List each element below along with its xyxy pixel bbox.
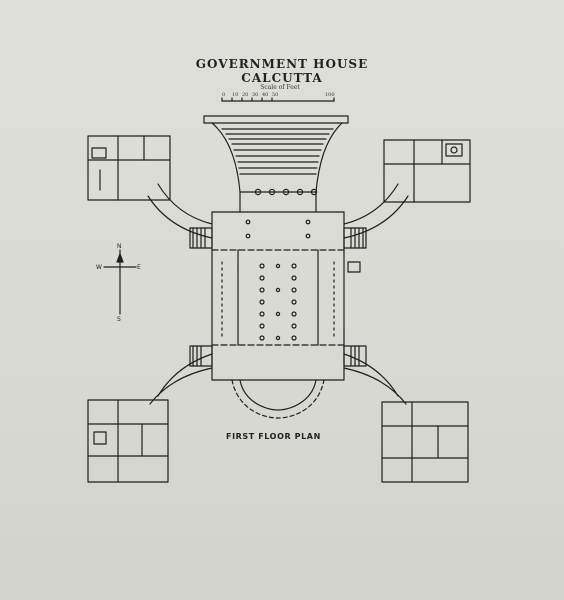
staircase-sw (189, 345, 213, 367)
scale-label: Scale of Feet (260, 84, 300, 91)
compass-east-label: E (137, 264, 141, 271)
wing-nw (87, 135, 171, 201)
compass-north-label: N (117, 243, 122, 250)
staircase-nw (189, 227, 213, 249)
corridor-ne (343, 183, 409, 239)
scale-tick-50: 50 (272, 92, 279, 98)
floor-plan-label: FIRST FLOOR PLAN (226, 432, 321, 441)
hall-colonnade-center (275, 263, 281, 341)
staircase-se (343, 345, 367, 367)
compass-west-label: W (96, 264, 102, 271)
scale-tick-40: 40 (262, 92, 269, 98)
scale-tick-100: 100 (325, 92, 335, 98)
scale-bar (221, 97, 335, 102)
south-bow-verandah (231, 379, 325, 419)
central-block (211, 211, 345, 381)
scale-tick-10: 10 (232, 92, 239, 98)
corridor-se (343, 353, 407, 405)
wing-ne (383, 139, 471, 203)
scale-tick-30: 30 (252, 92, 259, 98)
compass-rose (103, 249, 137, 315)
corridor-nw (147, 183, 213, 239)
drawing-title-line-1: GOVERNMENT HOUSE (195, 57, 369, 71)
wing-se (381, 401, 469, 483)
scale-tick-20: 20 (242, 92, 249, 98)
portico-columns (254, 188, 318, 196)
staircase-ne (343, 227, 367, 273)
north-portico-steps (203, 115, 349, 213)
hall-colonnade-left (259, 263, 265, 341)
corridor-sw (149, 353, 213, 405)
wing-sw (87, 399, 169, 483)
scale-tick-0: 0 (222, 92, 226, 98)
drawing-title-line-2: CALCUTTA (241, 71, 323, 85)
hall-colonnade-right (291, 263, 297, 341)
north-hall-columns (245, 219, 311, 239)
compass-south-label: S (117, 316, 121, 323)
